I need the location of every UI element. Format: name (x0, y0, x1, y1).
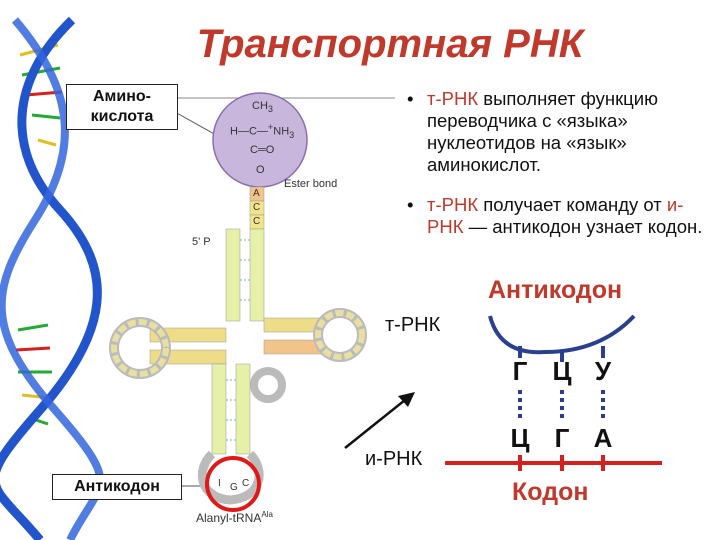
anticodon-letter-2: Ц (552, 356, 572, 386)
slide-title: Транспортная РНК (196, 22, 584, 66)
acceptor-stem (225, 186, 265, 322)
anticodon-letter-3: У (594, 356, 612, 386)
five-prime-label: 5' P (192, 236, 211, 248)
pointer-arrow-line (344, 399, 406, 449)
amino-label-line1: Амино- (93, 88, 151, 105)
variable-loop (250, 367, 286, 403)
anticodon-stem (211, 363, 251, 455)
nh3-subscript: 3 (289, 129, 295, 140)
bullet-item-2: т-РНК получает команду от и-РНК — антико… (405, 194, 715, 238)
bullet-2-mid: и-РНК (427, 194, 684, 237)
amino-acid-label: Амино- кислота (66, 84, 178, 130)
bullet-2-prefix: т-РНК (427, 194, 479, 215)
anticodon-loop (197, 450, 264, 505)
plus-sup: + (267, 122, 274, 132)
bullet-item-1: т-РНК выполняет функцию переводчика с «я… (405, 88, 715, 176)
anticodon-base-3: C (242, 478, 250, 489)
bullet-1-text: выполняет функцию переводчика с «языка» … (427, 88, 658, 175)
codon-letter-1: Ц (510, 423, 530, 453)
anticodon-label-box: Антикодон (52, 474, 182, 500)
acceptor-tail-c2: C (253, 216, 261, 227)
figure-caption: Alanyl-tRNAAla (196, 510, 273, 525)
acceptor-tail-a: A (253, 188, 260, 199)
trna-arc (488, 314, 636, 355)
ester-bond-label: Ester bond (284, 178, 338, 190)
bullet-2-text-a: получает команду от (478, 194, 667, 215)
o-label: O (256, 164, 265, 176)
trna-label: т-РНК (385, 314, 441, 336)
anticodon-base-2: G (230, 482, 238, 493)
caption-text: Alanyl-tRNA (196, 511, 262, 525)
co-group-label: C═O (250, 144, 275, 156)
hc-group-label: H—C—+NH3 (230, 122, 294, 140)
ch3-group-label: CH3 (252, 100, 273, 114)
d-arm (109, 317, 227, 379)
acceptor-tail-c1: C (253, 202, 261, 213)
bullet-2-text-b: — антикодон узнает кодон. (463, 216, 703, 237)
pointer-arrow-head (398, 392, 415, 407)
anticodon-title: Антикодон (488, 276, 623, 304)
ch3-text: CH (252, 100, 268, 112)
amino-label-line2: кислота (90, 108, 154, 125)
codon-title: Кодон (512, 478, 589, 506)
bullet-1-prefix: т-РНК (427, 88, 479, 109)
caption-sup: Ala (261, 510, 273, 519)
hc-text: H—C— (230, 125, 268, 138)
anticodon-base-1: I (218, 478, 221, 489)
dna-strand-1 (0, 16, 102, 540)
bullet-list: т-РНК выполняет функцию переводчика с «я… (405, 88, 715, 256)
codon-letter-2: Г (554, 423, 570, 453)
ch3-subscript: 3 (267, 104, 273, 115)
anticodon-highlight-circle (205, 456, 261, 512)
mrna-label: и-РНК (365, 448, 423, 470)
t-arm (263, 308, 367, 362)
nh3-text: NH (273, 125, 290, 138)
anticodon-letter-1: Г (512, 356, 528, 386)
codon-letter-3: А (593, 423, 613, 453)
